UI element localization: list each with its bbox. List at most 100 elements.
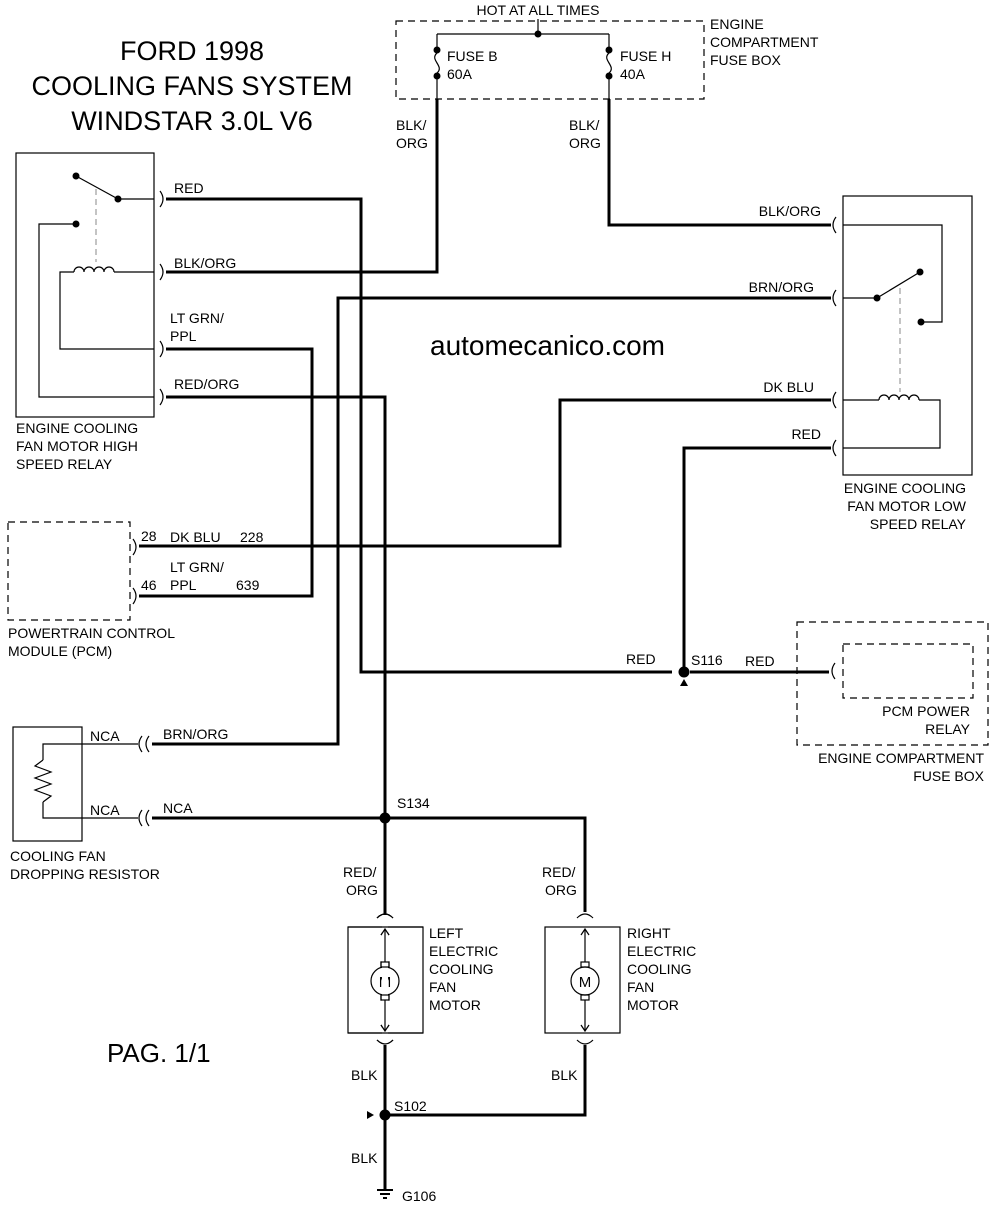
wire-label-blk-org-fuse-b-b: ORG — [396, 135, 428, 151]
pcm-pin-46: 46 — [141, 577, 157, 593]
wire-label-right-red-org-b: ORG — [545, 882, 577, 898]
wire-label-left-red-org-b: ORG — [346, 882, 378, 898]
low-relay-name-line-3: SPEED RELAY — [870, 516, 967, 532]
wire-label-high-ltgrn-b: PPL — [170, 328, 197, 344]
fuse-box-bottom-line-1: ENGINE COMPARTMENT — [818, 750, 984, 766]
fuse-b-rating: 60A — [447, 66, 473, 82]
left-motor-name-line-5: MOTOR — [429, 997, 481, 1013]
fuse-b-name: FUSE B — [447, 48, 498, 64]
pcm-power-relay-outline — [842, 643, 974, 699]
high-relay-name-line-2: FAN MOTOR HIGH — [16, 438, 138, 454]
cooling-fan-dropping-resistor: COOLING FAN DROPPING RESISTOR — [10, 726, 160, 882]
resistor-connectors — [138, 735, 150, 827]
page-label: PAG. 1/1 — [107, 1038, 211, 1068]
right-motor-name-line-3: COOLING — [627, 961, 692, 977]
fuse-box-outline — [395, 20, 705, 100]
left-fan-motor: M LEFT ELECTRIC COOLING FAN MOTOR — [347, 913, 498, 1045]
wire-label-high-red: RED — [174, 180, 204, 196]
wire-label-left-blk: BLK — [351, 1067, 378, 1083]
splice-s102-label: S102 — [394, 1098, 427, 1114]
resistor-outline — [12, 726, 83, 842]
wire-label-s116-red-left: RED — [626, 651, 656, 667]
high-relay-switch-icon — [75, 175, 119, 200]
wire-label-res-nca-3: NCA — [163, 800, 193, 816]
wire-label-pcm-ltgrn-b: PPL — [170, 577, 197, 593]
right-motor-name-line-2: ELECTRIC — [627, 943, 696, 959]
wire-brn-org — [152, 296, 831, 746]
fuse-h-name: FUSE H — [620, 48, 671, 64]
wire-label-res-nca-1: NCA — [90, 728, 120, 744]
high-relay-outline — [15, 152, 155, 418]
wire-label-left-red-org-a: RED/ — [343, 864, 377, 880]
left-motor-name-line-4: FAN — [429, 979, 456, 995]
wire-blk-right — [385, 1045, 587, 1117]
splice-arrow-icon — [680, 679, 688, 686]
resistor-name-line-2: DROPPING RESISTOR — [10, 866, 160, 882]
wire-label-blk-org-fuse-b-a: BLK/ — [396, 117, 426, 133]
wire-label-s116-red-right: RED — [745, 653, 775, 669]
fuse-box-bottom-line-2: FUSE BOX — [913, 768, 984, 784]
wires — [139, 99, 831, 1190]
low-relay-name-line-2: FAN MOTOR LOW — [847, 498, 967, 514]
wire-label-blk-org-fuse-h-b: ORG — [569, 135, 601, 151]
high-relay-connectors — [159, 190, 164, 406]
left-motor-name-line-1: LEFT — [429, 925, 464, 941]
engine-compartment-fuse-box-top: HOT AT ALL TIMES FUSE B 60A FUSE H 40A E… — [395, 2, 819, 100]
wire-red-org-right — [385, 816, 587, 912]
pcm-power-relay-fuse-box: PCM POWER RELAY ENGINE COMPARTMENT FUSE … — [796, 621, 989, 784]
ground-g106-label: G106 — [402, 1188, 436, 1204]
left-motor-name-line-3: COOLING — [429, 961, 494, 977]
fuse-box-name-line-1: ENGINE — [710, 16, 764, 32]
splice-s134: S134 — [379, 795, 430, 824]
pcm-power-relay-line-1: PCM POWER — [882, 703, 970, 719]
high-speed-relay: ENGINE COOLING FAN MOTOR HIGH SPEED RELA… — [15, 152, 155, 472]
pcm-outline — [7, 521, 131, 621]
splice-s102-arrow-icon — [367, 1111, 374, 1119]
wire-label-low-blk-org: BLK/ORG — [759, 203, 821, 219]
resistor-icon — [33, 759, 53, 803]
fuse-h-icon — [606, 52, 612, 74]
wire-red-org-main — [166, 395, 387, 1115]
wire-label-res-nca-2: NCA — [90, 802, 120, 818]
pcm-name-line-1: POWERTRAIN CONTROL — [8, 625, 175, 641]
wire-ltgrn-ppl — [139, 347, 314, 598]
wire-label-right-red-org-a: RED/ — [542, 864, 576, 880]
ground-g106: G106 — [377, 1188, 436, 1204]
low-speed-relay: ENGINE COOLING FAN MOTOR LOW SPEED RELAY — [842, 195, 973, 532]
pcm-power-relay-line-2: RELAY — [925, 721, 971, 737]
high-relay-name-line-3: SPEED RELAY — [16, 456, 113, 472]
wire-label-low-brn-org: BRN/ORG — [749, 279, 814, 295]
right-motor-name-line-1: RIGHT — [627, 925, 671, 941]
right-motor-outline — [544, 926, 621, 1034]
wire-label-blk-org-fuse-h-a: BLK/ — [569, 117, 599, 133]
wire-label-low-red: RED — [791, 426, 821, 442]
pcm-circuit-228: 228 — [240, 529, 264, 545]
wire-blk-org-high — [166, 99, 439, 274]
fuse-h-rating: 40A — [620, 66, 646, 82]
hot-at-all-times-label: HOT AT ALL TIMES — [477, 2, 600, 18]
wire-label-pcm-ltgrn-a: LT GRN/ — [170, 559, 224, 575]
right-motor-name-line-5: MOTOR — [627, 997, 679, 1013]
splice-s116: S116 — [678, 652, 723, 686]
low-relay-name-line-1: ENGINE COOLING — [844, 480, 966, 496]
splice-s116-label: S116 — [691, 652, 723, 668]
right-motor-name-line-4: FAN — [627, 979, 654, 995]
wire-label-high-ltgrn-a: LT GRN/ — [170, 310, 224, 326]
wire-label-right-blk: BLK — [551, 1067, 578, 1083]
wire-label-res-brn-org: BRN/ORG — [163, 726, 228, 742]
wire-label-pcm-dk-blu: DK BLU — [170, 529, 221, 545]
wire-label-low-dk-blu: DK BLU — [763, 379, 814, 395]
pcm-pin-28: 28 — [141, 528, 157, 544]
wire-label-high-blk-org: BLK/ORG — [174, 255, 236, 271]
high-relay-name-line-1: ENGINE COOLING — [16, 420, 138, 436]
watermark: automecanico.com — [430, 330, 665, 361]
low-relay-connectors — [832, 216, 837, 457]
low-relay-outline — [842, 195, 973, 476]
right-fan-motor: M RIGHT ELECTRIC COOLING FAN MOTOR — [544, 913, 696, 1045]
wire-label-ground-blk: BLK — [351, 1150, 378, 1166]
left-fan-motor-redraw — [348, 913, 423, 1045]
high-relay-coil-icon — [73, 266, 115, 273]
fuse-box-name-line-3: FUSE BOX — [710, 52, 781, 68]
fuse-b-icon — [434, 52, 440, 74]
